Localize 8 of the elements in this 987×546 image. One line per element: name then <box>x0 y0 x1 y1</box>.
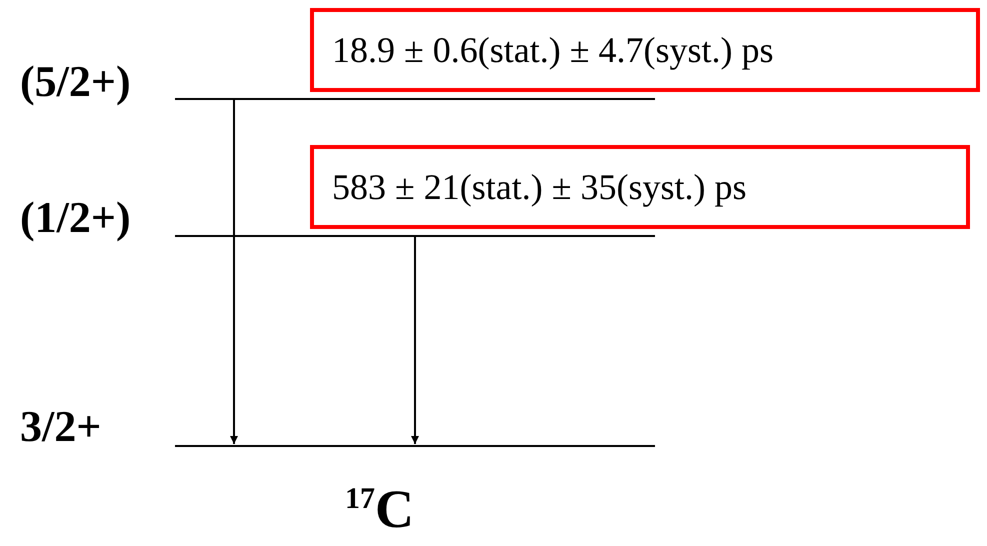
level-label: (1/2+) <box>20 196 131 240</box>
transition-arrow <box>411 237 419 444</box>
nucleus-label: $^{17}$C <box>345 482 414 536</box>
lifetime-box: 18.9 ± 0.6(stat.) ± 4.7(syst.) ps <box>310 8 980 92</box>
transition-arrow <box>230 100 238 444</box>
level-label: 3/2+ <box>20 405 102 449</box>
lifetime-box: 583 ± 21(stat.) ± 35(syst.) ps <box>310 145 970 229</box>
level-label: (5/2+) <box>20 60 131 104</box>
